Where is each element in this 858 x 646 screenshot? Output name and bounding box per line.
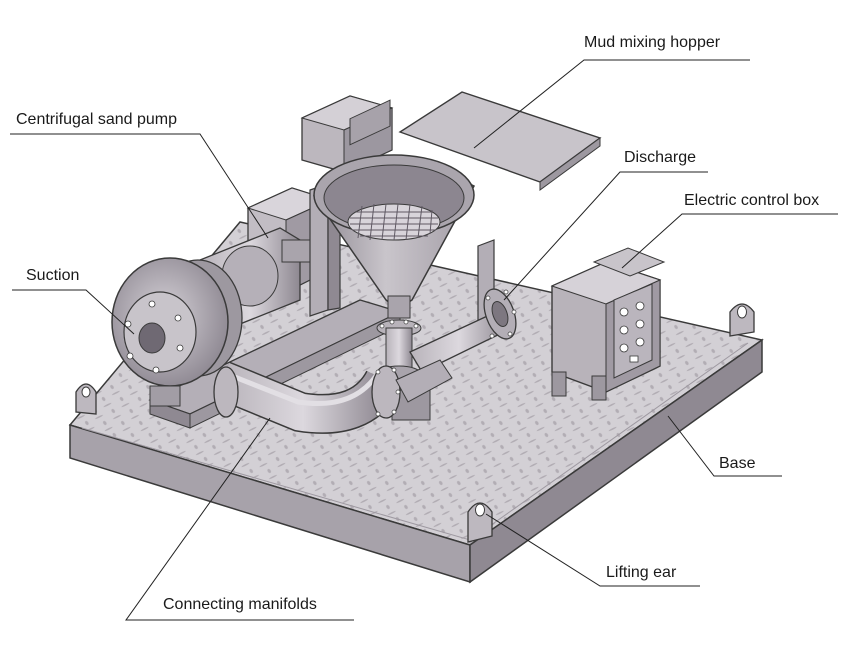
leader-mud-mixing-hopper — [473, 59, 750, 149]
label-centrifugal-sand-pump: Centrifugal sand pump — [16, 111, 177, 128]
pump-motor — [300, 95, 394, 173]
leader-electric-control-box — [621, 213, 838, 269]
leader-discharge — [503, 171, 708, 301]
leader-centrifugal-sand-pump — [10, 133, 269, 239]
electric-control-box — [550, 247, 666, 401]
leader-connecting-manifolds — [125, 417, 354, 621]
label-mud-mixing-hopper: Mud mixing hopper — [584, 34, 721, 51]
label-suction: Suction — [26, 267, 80, 284]
connecting-manifold-pipe — [213, 359, 453, 434]
lifting-ear-back-right — [729, 303, 755, 337]
lifting-ear-front-right — [467, 502, 493, 543]
leader-base — [667, 415, 782, 477]
mud-mixing-hopper-funnel — [312, 154, 476, 319]
lifting-ear-front-left — [75, 383, 97, 415]
label-connecting-manifolds: Connecting manifolds — [163, 596, 317, 613]
label-base: Base — [719, 455, 756, 472]
leader-lifting-ear — [485, 513, 700, 587]
label-lifting-ear: Lifting ear — [606, 564, 677, 581]
hopper-screen-grate — [347, 203, 441, 241]
label-discharge: Discharge — [624, 149, 697, 166]
leader-suction — [12, 289, 135, 335]
mud-mixing-hopper-table — [398, 91, 602, 191]
discharge-pipe — [409, 288, 517, 373]
centrifugal-sand-pump-volute — [111, 257, 243, 407]
control-buttons — [619, 301, 645, 363]
label-electric-control-box: Electric control box — [684, 192, 820, 209]
leader-lines — [10, 59, 838, 621]
